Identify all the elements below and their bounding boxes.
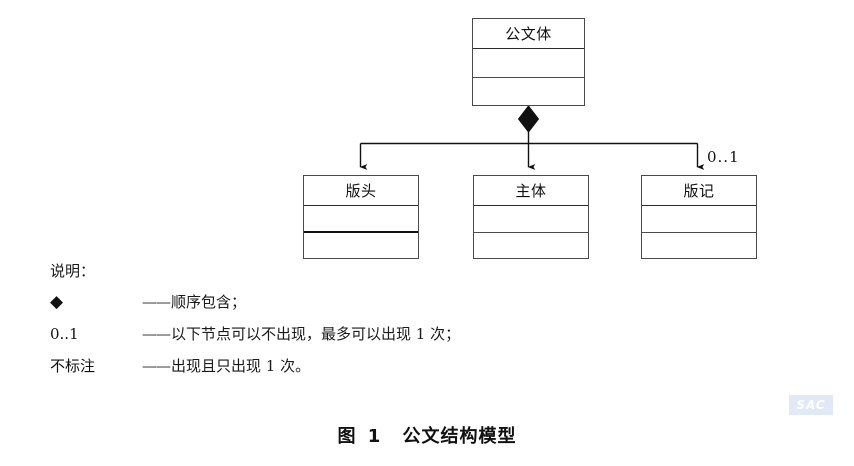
legend-key-unmarked: 不标注 — [50, 357, 96, 375]
legend-dash: —— — [142, 357, 171, 375]
sac-watermark: SAC — [789, 395, 833, 415]
filled-diamond-icon — [517, 105, 540, 133]
uml-class-compartment — [474, 206, 588, 233]
uml-class-compartment — [304, 233, 418, 258]
uml-class-compartment — [642, 233, 756, 259]
filled-diamond-icon: ◆ — [50, 292, 64, 312]
uml-class-box-child[interactable]: 主体 — [473, 175, 589, 259]
uml-class-title: 版头 — [304, 176, 418, 206]
uml-class-compartment — [642, 206, 756, 233]
legend-dash: —— — [142, 293, 171, 311]
legend-key-multiplicity: 0..1 — [50, 325, 79, 343]
caption-title: 公文结构模型 — [402, 426, 517, 447]
uml-class-compartment — [473, 78, 584, 106]
legend-dash: —— — [142, 325, 171, 343]
legend-row: 0..1 —— 以下节点可以不出现，最多可以出现 1 次； — [50, 318, 610, 350]
uml-class-box-child[interactable]: 版头 — [303, 175, 419, 259]
uml-class-compartment — [474, 233, 588, 259]
legend-heading: 说明： — [50, 262, 96, 280]
legend-row: ◆ —— 顺序包含； — [50, 286, 610, 318]
uml-class-compartment — [473, 49, 584, 78]
uml-class-title: 主体 — [474, 176, 588, 206]
uml-class-box-child[interactable]: 版记 — [641, 175, 757, 259]
uml-class-title: 公文体 — [473, 19, 584, 49]
legend-row: 不标注 —— 出现且只出现 1 次。 — [50, 350, 610, 382]
legend-description: 顺序包含； — [171, 293, 247, 311]
caption-prefix: 图 — [337, 426, 357, 447]
uml-class-compartment — [304, 206, 418, 233]
caption-number: 1 — [367, 426, 382, 447]
multiplicity-label: 0..1 — [707, 148, 740, 166]
legend: 说明： ◆ —— 顺序包含； 0..1 —— 以下节点可以不出现，最多可以出现 … — [50, 256, 610, 382]
uml-class-box-parent[interactable]: 公文体 — [472, 18, 585, 106]
legend-description: 以下节点可以不出现，最多可以出现 1 次； — [171, 325, 461, 343]
figure-caption: 图 1 公文结构模型 — [0, 422, 854, 448]
uml-class-title: 版记 — [642, 176, 756, 206]
legend-description: 出现且只出现 1 次。 — [171, 357, 311, 375]
